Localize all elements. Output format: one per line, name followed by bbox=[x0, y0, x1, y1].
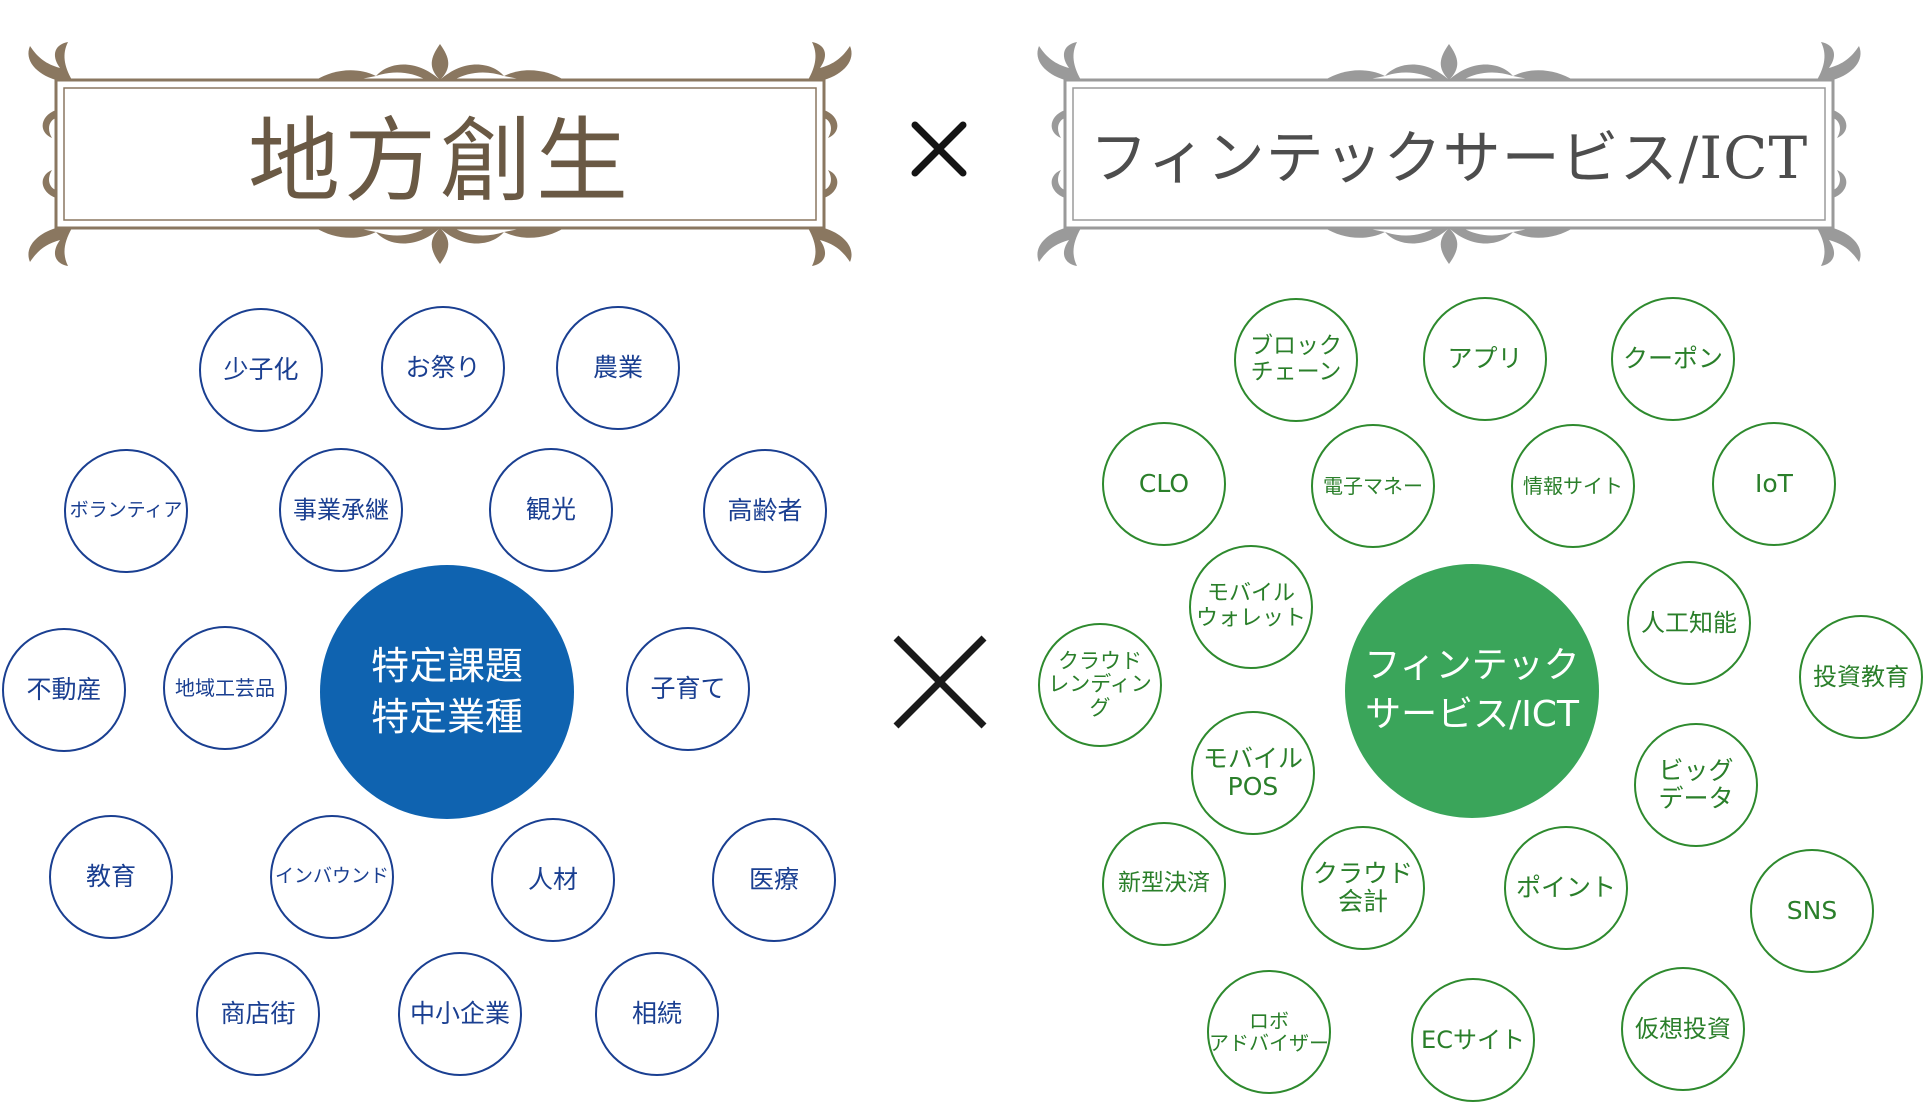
left-node-kankou: 観光 bbox=[489, 448, 613, 572]
right-node-coupon: クーポン bbox=[1611, 297, 1735, 421]
right-node-kasou-toushi: 仮想投資 bbox=[1621, 967, 1745, 1091]
left-node-shoushika: 少子化 bbox=[199, 308, 323, 432]
right-node-mobile-wallet: モバイル ウォレット bbox=[1189, 545, 1313, 669]
multiply-icon-center bbox=[893, 635, 987, 729]
ornamental-frame-icon bbox=[1037, 42, 1861, 266]
right-node-app: アプリ bbox=[1423, 297, 1547, 421]
right-node-cloud-lending: クラウド レンディング bbox=[1038, 623, 1162, 747]
right-node-ec-site: ECサイト bbox=[1411, 978, 1535, 1102]
right-node-robo-advisor: ロボ アドバイザー bbox=[1207, 970, 1331, 1094]
left-title: 地方創生 bbox=[247, 107, 632, 215]
left-node-chiiki-kougeihin: 地域工芸品 bbox=[163, 626, 287, 750]
left-node-kyouiku: 教育 bbox=[49, 815, 173, 939]
right-node-clo: CLO bbox=[1102, 422, 1226, 546]
left-node-omatsuri: お祭り bbox=[381, 306, 505, 430]
left-node-inbound: インバウンド bbox=[270, 815, 394, 939]
right-node-denshi-money: 電子マネー bbox=[1311, 424, 1435, 548]
right-node-shingata-kessai: 新型決済 bbox=[1102, 822, 1226, 946]
left-node-jigyou-shoukei: 事業承継 bbox=[279, 448, 403, 572]
right-hub: フィンテック サービス/ICT bbox=[1345, 564, 1599, 818]
left-node-volunteer: ボランティア bbox=[64, 449, 188, 573]
right-node-cloud-kaikei: クラウド 会計 bbox=[1301, 826, 1425, 950]
right-node-iot: IoT bbox=[1712, 422, 1836, 546]
right-node-blockchain: ブロック チェーン bbox=[1234, 298, 1358, 422]
multiply-icon-top bbox=[911, 121, 967, 177]
ornamental-frame-icon bbox=[28, 42, 852, 266]
left-title-frame: 地方創生 bbox=[16, 40, 864, 268]
right-node-jouhou-site: 情報サイト bbox=[1511, 424, 1635, 548]
left-node-jinzai: 人材 bbox=[491, 818, 615, 942]
right-title-frame: フィンテックサービス/ICT bbox=[1025, 40, 1873, 268]
left-node-shoutengai: 商店街 bbox=[196, 952, 320, 1076]
right-node-toushi-kyouiku: 投資教育 bbox=[1799, 615, 1923, 739]
left-hub: 特定課題 特定業種 bbox=[320, 565, 574, 819]
left-node-iryou: 医療 bbox=[712, 818, 836, 942]
right-node-sns: SNS bbox=[1750, 849, 1874, 973]
left-node-koureisha: 高齢者 bbox=[703, 449, 827, 573]
right-node-mobile-pos: モバイル POS bbox=[1191, 711, 1315, 835]
right-node-big-data: ビッグ データ bbox=[1634, 723, 1758, 847]
left-node-kosodate: 子育て bbox=[626, 627, 750, 751]
right-title: フィンテックサービス/ICT bbox=[1089, 124, 1809, 192]
left-node-fudousan: 不動産 bbox=[2, 628, 126, 752]
right-node-point: ポイント bbox=[1504, 826, 1628, 950]
left-node-souzoku: 相続 bbox=[595, 952, 719, 1076]
left-node-nougyou: 農業 bbox=[556, 306, 680, 430]
left-node-chuushou-kigyou: 中小企業 bbox=[398, 952, 522, 1076]
right-node-jinkou-chinou: 人工知能 bbox=[1627, 561, 1751, 685]
